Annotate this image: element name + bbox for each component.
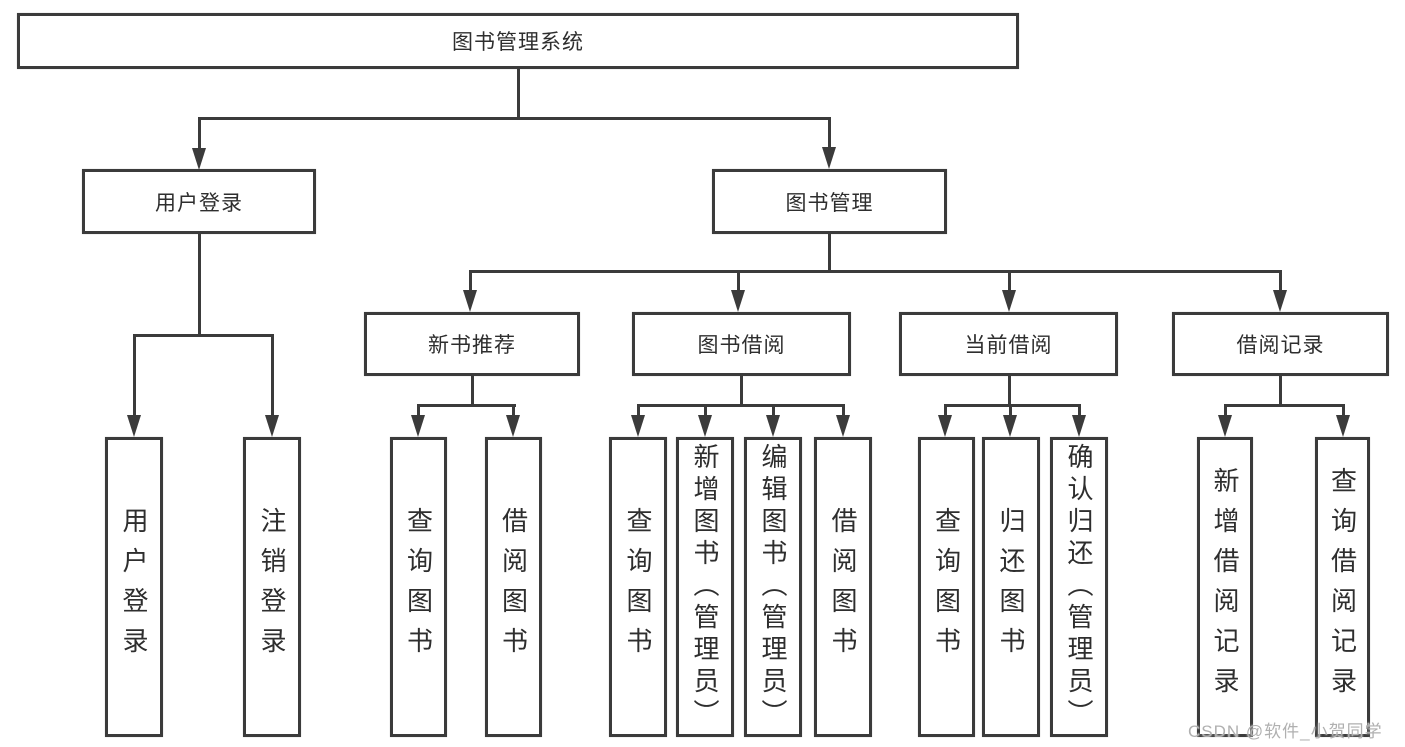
leaf-logout: 注销登录 [243,437,301,737]
connector-line [517,69,520,119]
connector-line [469,270,1282,273]
connector-line [469,270,472,290]
connector-line [944,404,1080,407]
arrow-down-icon [411,415,425,437]
connector-line [133,334,136,415]
connector-line [271,334,274,415]
node-new-book-recommend: 新书推荐 [364,312,580,376]
connector-line [1224,404,1344,407]
connector-line [704,404,707,415]
node-book-management: 图书管理 [712,169,947,234]
arrow-down-icon [731,290,745,312]
arrow-down-icon [1002,290,1016,312]
leaf-borrow-books: 借阅图书 [814,437,872,737]
connector-line [417,404,420,415]
arrow-down-icon [836,415,850,437]
arrow-down-icon [766,415,780,437]
leaf-borrow-books-new: 借阅图书 [485,437,542,737]
connector-line [417,404,516,407]
connector-line [828,117,831,148]
connector-line [740,376,743,406]
leaf-add-books-admin: 新增图书（管理员） [676,437,734,737]
arrow-down-icon [192,148,206,170]
leaf-return-books: 归还图书 [982,437,1040,737]
node-book-borrow: 图书借阅 [632,312,851,376]
connector-line [1279,376,1282,406]
connector-line [198,234,201,336]
connector-line [512,404,515,415]
arrow-down-icon [1003,415,1017,437]
connector-line [1009,404,1012,415]
node-current-borrow: 当前借阅 [899,312,1118,376]
node-user-login: 用户登录 [82,169,316,234]
arrow-down-icon [822,147,836,169]
connector-line [198,117,201,148]
leaf-query-books-borrow: 查询图书 [609,437,667,737]
arrow-down-icon [127,415,141,437]
connector-line [1342,404,1345,415]
csdn-watermark: CSDN @软件_小贺同学 [1188,722,1383,741]
connector-line [1279,270,1282,290]
connector-line [772,404,775,415]
connector-line [198,117,831,120]
arrow-down-icon [1218,415,1232,437]
connector-line [828,234,831,272]
leaf-confirm-return-admin: 确认归还（管理员） [1050,437,1108,737]
arrow-down-icon [506,415,520,437]
leaf-query-books-current: 查询图书 [918,437,975,737]
connector-line [471,376,474,406]
connector-line [944,404,947,415]
connector-line [1008,270,1011,290]
leaf-add-borrow-record: 新增借阅记录 [1197,437,1253,737]
leaf-query-books-new: 查询图书 [390,437,447,737]
arrow-down-icon [463,290,477,312]
node-borrow-records: 借阅记录 [1172,312,1389,376]
arrow-down-icon [631,415,645,437]
connector-line [133,334,274,337]
arrow-down-icon [1336,415,1350,437]
arrow-down-icon [1273,290,1287,312]
connector-line [1008,376,1011,406]
arrow-down-icon [1072,415,1086,437]
connector-line [637,404,844,407]
arrow-down-icon [698,415,712,437]
connector-line [1078,404,1081,415]
leaf-edit-books-admin: 编辑图书（管理员） [744,437,802,737]
leaf-query-borrow-record: 查询借阅记录 [1315,437,1370,737]
leaf-user-login: 用户登录 [105,437,163,737]
node-root-library-system: 图书管理系统 [17,13,1019,69]
connector-line [842,404,845,415]
arrow-down-icon [265,415,279,437]
connector-line [1224,404,1227,415]
connector-line [737,270,740,290]
connector-line [637,404,640,415]
arrow-down-icon [938,415,952,437]
